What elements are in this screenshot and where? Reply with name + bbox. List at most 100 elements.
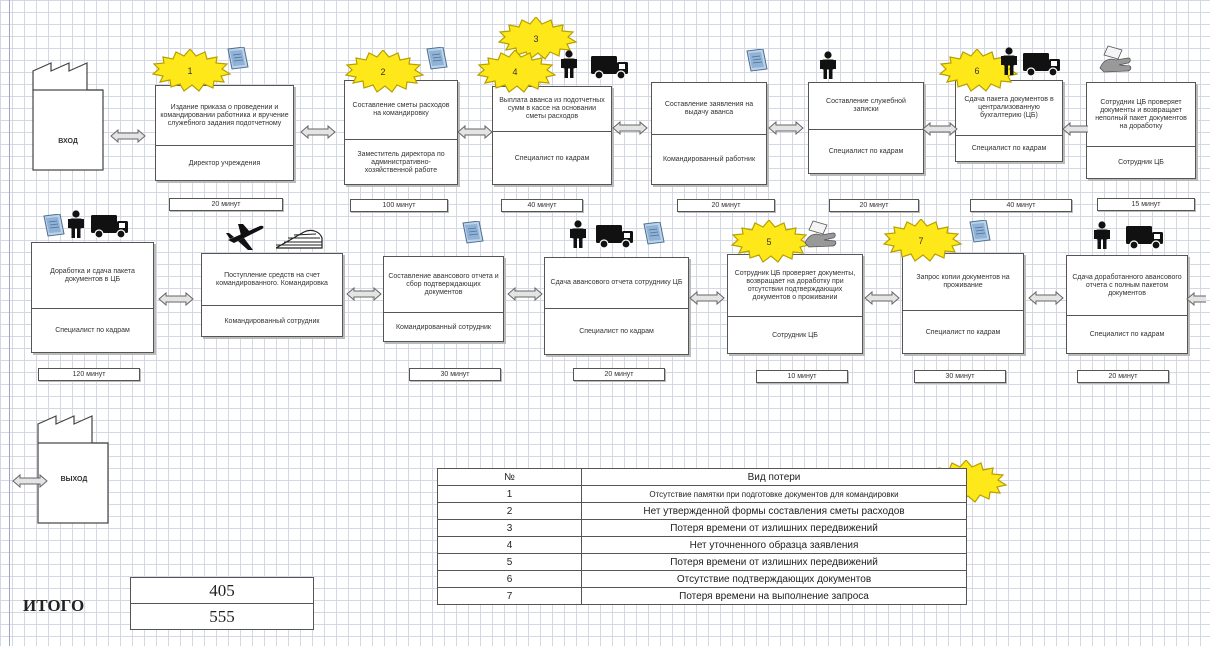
factory-label: ВХОД — [58, 138, 78, 145]
loss-header-number: № — [437, 468, 582, 486]
truck-icon — [1023, 52, 1061, 77]
document-icon — [746, 49, 768, 72]
factory-label: ВЫХОД — [60, 476, 88, 483]
document-icon — [43, 214, 65, 237]
step-responsible: Специалист по кадрам — [828, 148, 904, 155]
process-step: Запрос копии документов на проживание Сп… — [902, 253, 1024, 354]
loss-number: 6 — [437, 570, 582, 588]
arrow-icon — [922, 122, 958, 136]
process-step: Составление сметы расходов на командиров… — [344, 80, 458, 185]
burst-number: 3 — [533, 34, 538, 44]
loss-text: Отсутствие подтверждающих документов — [581, 570, 967, 588]
document-icon — [426, 47, 448, 70]
loss-table: № Вид потери 1 Отсутствие памятки при по… — [437, 468, 967, 605]
document-icon — [462, 221, 484, 244]
arrow-icon — [612, 121, 648, 135]
step-description: Запрос копии документов на проживание — [903, 254, 1023, 311]
arrow-icon — [1062, 122, 1088, 136]
table-row: 6 Отсутствие подтверждающих документов — [437, 570, 967, 588]
process-step: Издание приказа о проведении и командиро… — [155, 85, 294, 181]
loss-number: 5 — [437, 553, 582, 571]
loss-text: Нет уточненного образца заявления — [581, 536, 967, 554]
table-row: 4 Нет уточненного образца заявления — [437, 536, 967, 554]
loss-header-type: Вид потери — [581, 468, 967, 486]
step-time: 120 минут — [38, 368, 140, 381]
step-description: Сдача пакета документов в централизованн… — [956, 81, 1062, 136]
burst-number: 7 — [918, 236, 923, 246]
process-step: Составление служебной записки Специалист… — [808, 82, 924, 174]
totals-box: 405 555 — [130, 577, 314, 630]
step-description: Сотрудник ЦБ проверяет документы, возвра… — [728, 255, 862, 317]
truck-icon — [1126, 225, 1164, 250]
table-row: 1 Отсутствие памятки при подготовке доку… — [437, 485, 967, 503]
burst-number: 5 — [766, 237, 771, 247]
step-time: 20 минут — [573, 368, 665, 381]
total-value-1: 405 — [209, 581, 235, 600]
loss-table-header: № Вид потери — [437, 468, 967, 486]
person-icon — [1094, 221, 1110, 249]
end-factory: ВЫХОД — [36, 414, 112, 526]
loss-number: 1 — [437, 485, 582, 503]
burst-icon: 7 — [883, 219, 962, 262]
step-time: 100 минут — [350, 199, 448, 212]
step-description: Составление авансового отчета и сбор под… — [384, 257, 503, 313]
step-description: Составление сметы расходов на командиров… — [345, 81, 457, 140]
process-step: Доработка и сдача пакета документов в ЦБ… — [31, 242, 154, 353]
arrow-icon — [689, 291, 725, 305]
process-step: Составление заявления на выдачу аванса К… — [651, 82, 767, 185]
step-time: 30 минут — [914, 370, 1006, 383]
arrow-icon — [457, 125, 493, 139]
truck-icon — [91, 214, 129, 239]
loss-number: 2 — [437, 502, 582, 520]
burst-icon: 4 — [477, 50, 556, 93]
step-responsible: Специалист по кадрам — [579, 328, 654, 335]
factory-icon — [32, 62, 104, 171]
step-time: 40 минут — [501, 199, 583, 212]
step-responsible: Специалист по кадрам — [971, 145, 1047, 152]
left-margin-rule — [9, 0, 10, 646]
loss-text: Отсутствие памятки при подготовке докуме… — [581, 485, 967, 503]
loss-number: 3 — [437, 519, 582, 537]
step-responsible: Специалист по кадрам — [1089, 331, 1165, 338]
total-value-2: 555 — [131, 603, 313, 629]
step-time: 30 минут — [409, 368, 501, 381]
arrow-icon — [300, 125, 336, 139]
step-time: 15 минут — [1097, 198, 1195, 211]
step-time: 10 минут — [756, 370, 848, 383]
document-icon — [643, 222, 665, 245]
step-responsible: Специалист по кадрам — [514, 154, 590, 162]
table-row: 3 Потеря времени от излишних передвижени… — [437, 519, 967, 537]
person-icon — [570, 220, 586, 248]
arrow-icon — [1028, 291, 1064, 305]
train-icon — [276, 229, 323, 249]
truck-icon — [596, 224, 634, 249]
hand-with-paper-icon — [1099, 45, 1132, 73]
burst-number: 1 — [187, 66, 192, 76]
process-step: Сдача доработанного авансового отчета с … — [1066, 255, 1188, 354]
loss-number: 4 — [437, 536, 582, 554]
step-description: Составление заявления на выдачу аванса — [652, 83, 766, 135]
step-responsible: Сотрудник ЦБ — [1118, 159, 1164, 166]
step-description: Сдача доработанного авансового отчета с … — [1067, 256, 1187, 316]
step-responsible: Сотрудник ЦБ — [772, 331, 818, 339]
arrow-icon — [158, 292, 194, 306]
document-icon — [969, 220, 991, 243]
start-factory: ВХОД — [32, 62, 104, 172]
step-time: 20 минут — [829, 199, 919, 212]
process-step: Выплата аванса из подотчетных сумм в кас… — [492, 86, 612, 185]
table-row: 2 Нет утвержденной формы составления сме… — [437, 502, 967, 520]
burst-icon: 3 — [498, 17, 577, 60]
step-responsible: Директор учреждения — [188, 159, 261, 167]
step-time: 40 минут — [970, 199, 1072, 212]
step-description: Издание приказа о проведении и командиро… — [156, 86, 293, 146]
step-responsible: Командированный сотрудник — [395, 323, 491, 331]
loss-text: Потеря времени на выполнение запроса — [581, 587, 967, 605]
arrow-icon — [507, 287, 543, 301]
arrow-icon — [768, 121, 804, 135]
process-step: Составление авансового отчета и сбор под… — [383, 256, 504, 342]
arrow-icon — [12, 474, 48, 488]
burst-icon: 6 — [939, 49, 1018, 92]
arrow-icon — [110, 129, 146, 143]
step-responsible: Специалист по кадрам — [925, 328, 1001, 336]
document-icon — [227, 47, 249, 70]
